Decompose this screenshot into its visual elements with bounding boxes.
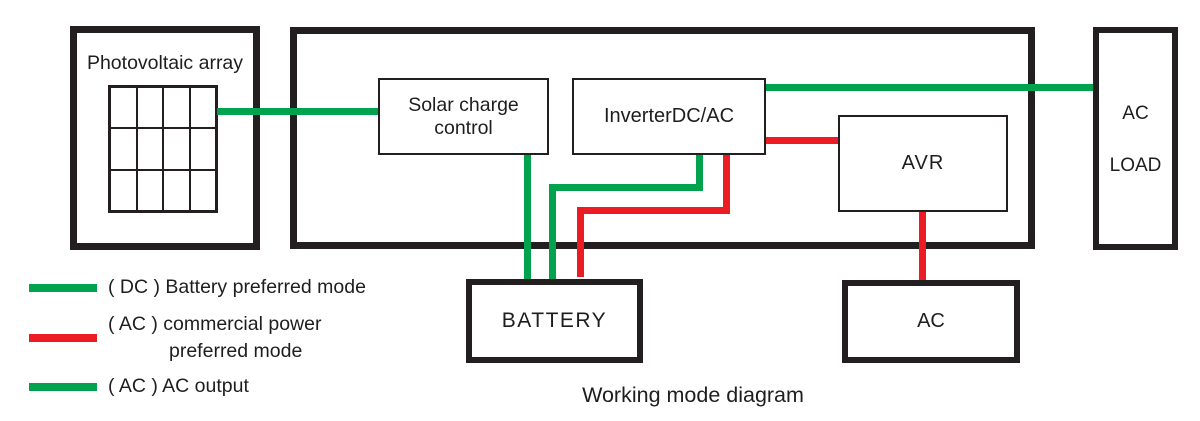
- legend-label-ac-commercial-power-line2: preferred mode: [169, 340, 303, 362]
- line-inverter-to-battery-ac-segment: [577, 207, 584, 277]
- photovoltaic-array-label: Photovoltaic array: [86, 52, 244, 74]
- diagram-caption: Working mode diagram: [582, 383, 804, 407]
- pv-cell: [189, 169, 216, 211]
- ac-load-box: AC LOAD: [1093, 27, 1178, 250]
- line-avr-to-ac-source: [919, 212, 926, 281]
- solar-charge-control-label: Solar charge control: [408, 93, 519, 139]
- line-inverter-to-battery-dc-segment: [549, 184, 703, 191]
- pv-cell: [136, 128, 163, 170]
- line-inverter-to-battery-dc-segment: [549, 184, 556, 283]
- line-inverter-to-avr-ac: [764, 137, 840, 144]
- ac-load-label-line2: LOAD: [1109, 155, 1162, 176]
- legend-swatch-dc-battery-preferred: [29, 284, 97, 292]
- avr-box: AVR: [838, 115, 1008, 212]
- legend-label-ac-commercial-power-line1: ( AC ) commercial power: [108, 313, 322, 335]
- pv-cell: [163, 169, 190, 211]
- legend-swatch-ac-output: [29, 383, 97, 391]
- pv-cell: [110, 128, 137, 170]
- pv-cell: [110, 169, 137, 211]
- line-inverter-to-battery-dc-segment: [696, 154, 703, 191]
- solar-panel-grid-icon: [108, 85, 218, 213]
- pv-cell: [163, 87, 190, 129]
- ac-source-label: AC: [917, 310, 945, 332]
- inverter-label: InverterDC/AC: [603, 105, 735, 127]
- battery-box: BATTERY: [466, 279, 643, 363]
- pv-cell: [189, 128, 216, 170]
- solar-charge-control-box: Solar charge control: [378, 78, 549, 155]
- avr-label: AVR: [901, 152, 945, 174]
- line-inverter-to-ac-load-output: [764, 84, 1095, 91]
- legend-label-dc-battery-preferred: ( DC ) Battery preferred mode: [108, 276, 366, 298]
- pv-cell: [189, 87, 216, 129]
- legend-swatch-ac-commercial-power: [29, 334, 97, 342]
- inverter-system-enclosure: [290, 27, 1035, 249]
- inverter-box: InverterDC/AC: [572, 78, 766, 155]
- pv-cell: [110, 87, 137, 129]
- ac-source-box: AC: [842, 280, 1020, 363]
- pv-cell: [136, 87, 163, 129]
- ac-load-label-line1: AC: [1122, 103, 1149, 124]
- line-pv-to-solar-charge-dc: [217, 108, 379, 115]
- line-inverter-to-battery-ac-segment: [723, 154, 730, 214]
- line-solar-charge-to-battery-dc: [524, 154, 531, 283]
- legend-label-ac-output: ( AC ) AC output: [108, 375, 249, 397]
- pv-cell: [163, 128, 190, 170]
- line-inverter-to-battery-ac-segment: [577, 207, 730, 214]
- battery-label: BATTERY: [501, 309, 608, 332]
- pv-cell: [136, 169, 163, 211]
